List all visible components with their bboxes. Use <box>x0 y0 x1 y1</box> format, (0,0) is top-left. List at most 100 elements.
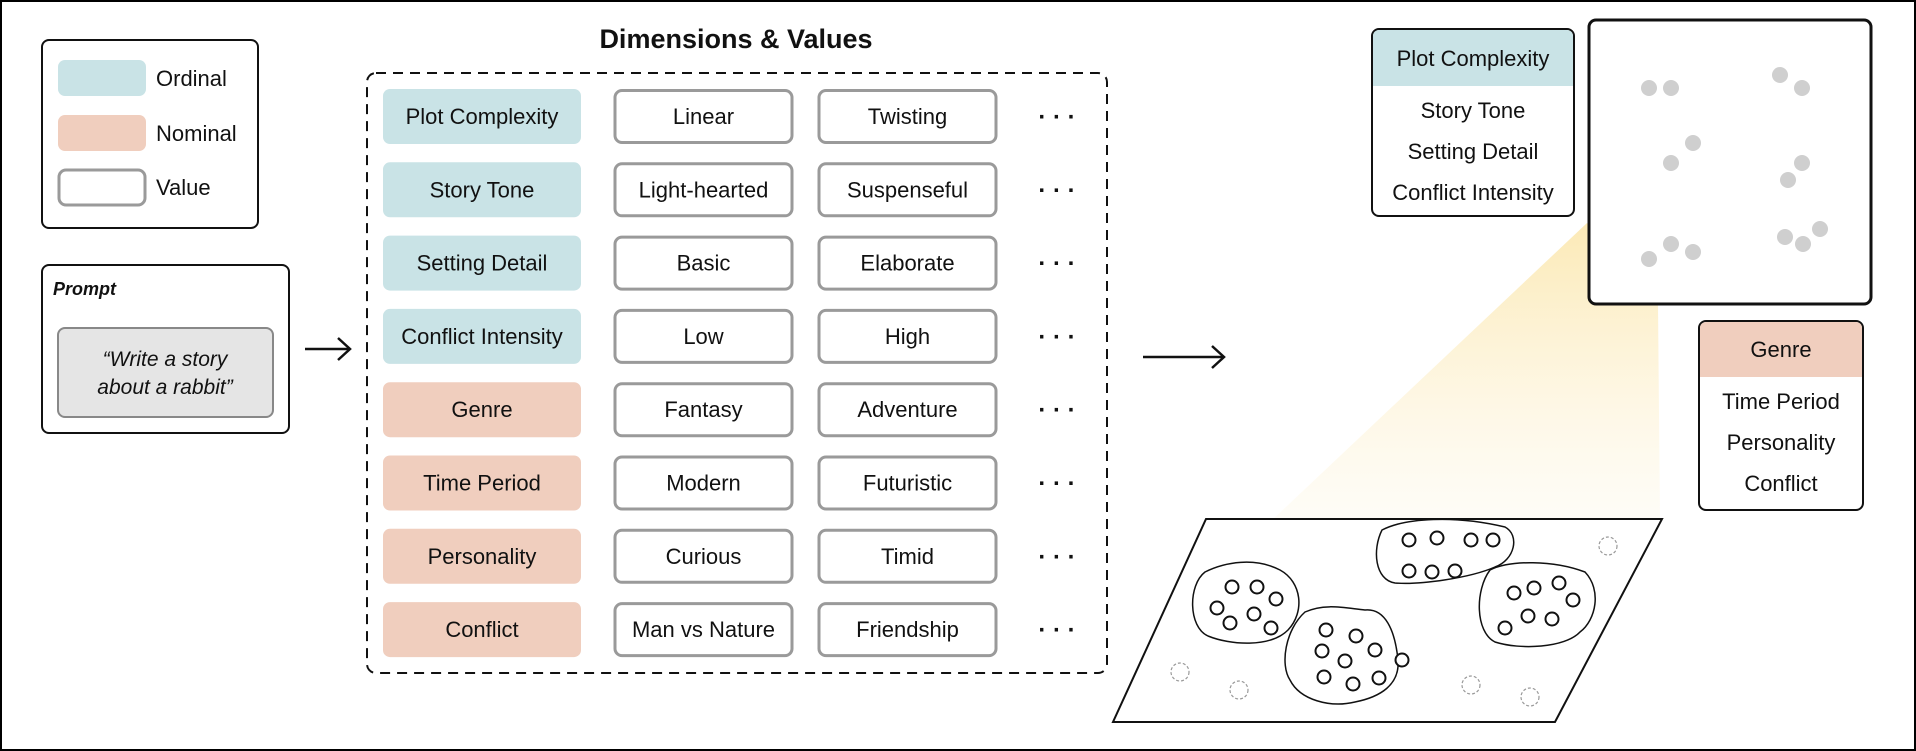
value-chip <box>613 308 794 364</box>
ordinal-panel-item: Conflict Intensity <box>1392 180 1553 205</box>
value-label: Basic <box>677 251 731 276</box>
value-swatch <box>57 168 147 207</box>
dimension-chip <box>383 455 581 511</box>
dimension-label: Personality <box>428 544 537 569</box>
value-chip <box>613 382 794 438</box>
dimension-chip <box>383 602 581 658</box>
value-chip <box>613 602 794 658</box>
cluster-point <box>1249 579 1265 595</box>
value-label: Linear <box>673 104 734 129</box>
zoom-point <box>1685 244 1701 260</box>
page-title: Dimensions & Values <box>599 24 872 54</box>
ordinal-swatch <box>58 60 146 96</box>
nominal-dimension-panel: Genre Time Period Personality Conflict <box>1698 320 1864 511</box>
outlier-point <box>1229 680 1249 700</box>
value-label: Curious <box>666 544 742 569</box>
value-label: Elaborate <box>860 251 954 276</box>
cluster-point <box>1246 606 1262 622</box>
value-label: Timid <box>881 544 934 569</box>
value-chip <box>817 602 998 658</box>
dimension-label: Conflict <box>445 617 518 642</box>
outlier-point <box>1170 662 1190 682</box>
prompt-text-box <box>57 327 274 418</box>
dimension-chip <box>383 162 581 218</box>
zoom-point <box>1795 236 1811 252</box>
more-values-ellipsis: · · · <box>1038 104 1075 131</box>
value-label: Low <box>683 324 723 349</box>
zoom-point <box>1794 155 1810 171</box>
value-chip <box>613 235 794 291</box>
cluster-point <box>1526 580 1542 596</box>
cluster-point <box>1544 611 1560 627</box>
dimension-label: Story Tone <box>430 177 535 202</box>
nominal-swatch <box>58 115 146 151</box>
ordinal-panel-header: Plot Complexity <box>1397 46 1550 71</box>
cluster-point <box>1314 643 1330 659</box>
value-label: Suspenseful <box>847 177 968 202</box>
prompt-box: Prompt “Write a story about a rabbit” <box>41 264 290 434</box>
zoom-point <box>1685 135 1701 151</box>
value-label: Man vs Nature <box>632 617 775 642</box>
zoom-point <box>1812 221 1828 237</box>
cluster-point <box>1424 564 1440 580</box>
cluster-point <box>1497 620 1513 636</box>
value-chip <box>817 382 998 438</box>
legend-ordinal-label: Ordinal <box>156 66 227 91</box>
outlier-point <box>1461 675 1481 695</box>
more-values-ellipsis: · · · <box>1038 617 1075 644</box>
cluster-point <box>1485 532 1501 548</box>
value-chip <box>817 455 998 511</box>
dimension-chip <box>383 308 581 364</box>
legend-value-label: Value <box>156 175 211 200</box>
cluster-point <box>1401 563 1417 579</box>
nominal-panel-header: Genre <box>1750 337 1811 362</box>
more-values-ellipsis: · · · <box>1038 397 1075 424</box>
legend: Ordinal Nominal Value <box>41 39 259 229</box>
dimension-label: Conflict Intensity <box>401 324 562 349</box>
ordinal-panel-item: Story Tone <box>1421 98 1526 123</box>
value-label: Twisting <box>868 104 947 129</box>
dimension-label: Setting Detail <box>417 251 548 276</box>
dimension-chip <box>383 89 581 144</box>
value-label: Friendship <box>856 617 959 642</box>
nominal-panel-item: Time Period <box>1722 389 1840 414</box>
arrow-right-icon <box>1143 345 1226 369</box>
value-chip <box>817 235 998 291</box>
value-chip <box>613 528 794 584</box>
dimension-label: Time Period <box>423 471 541 496</box>
cluster-outline <box>1191 561 1300 644</box>
outlier-point <box>1598 536 1618 556</box>
zoom-box <box>1587 18 1873 306</box>
cluster-point <box>1401 532 1417 548</box>
cluster-point <box>1565 592 1581 608</box>
cluster-point <box>1520 608 1536 624</box>
cluster-point <box>1371 670 1387 686</box>
cluster-point <box>1394 652 1410 668</box>
value-chip <box>817 162 998 218</box>
zoom-point <box>1641 80 1657 96</box>
arrow-right-icon <box>305 337 352 361</box>
value-label: Adventure <box>857 397 957 422</box>
ordinal-dimension-panel: Plot Complexity Story Tone Setting Detai… <box>1371 28 1575 217</box>
cluster-point <box>1209 600 1225 616</box>
zoom-point <box>1777 229 1793 245</box>
value-chip <box>613 89 794 144</box>
zoom-point <box>1780 172 1796 188</box>
dimension-row: Conflict Man vs Nature Friendship · · · <box>383 602 1076 658</box>
zoom-point <box>1772 67 1788 83</box>
zoom-beam <box>1270 223 1660 522</box>
cluster-point <box>1318 622 1334 638</box>
zoom-point <box>1663 80 1679 96</box>
value-chip <box>817 528 998 584</box>
zoom-point <box>1641 251 1657 267</box>
more-values-ellipsis: · · · <box>1038 177 1075 204</box>
